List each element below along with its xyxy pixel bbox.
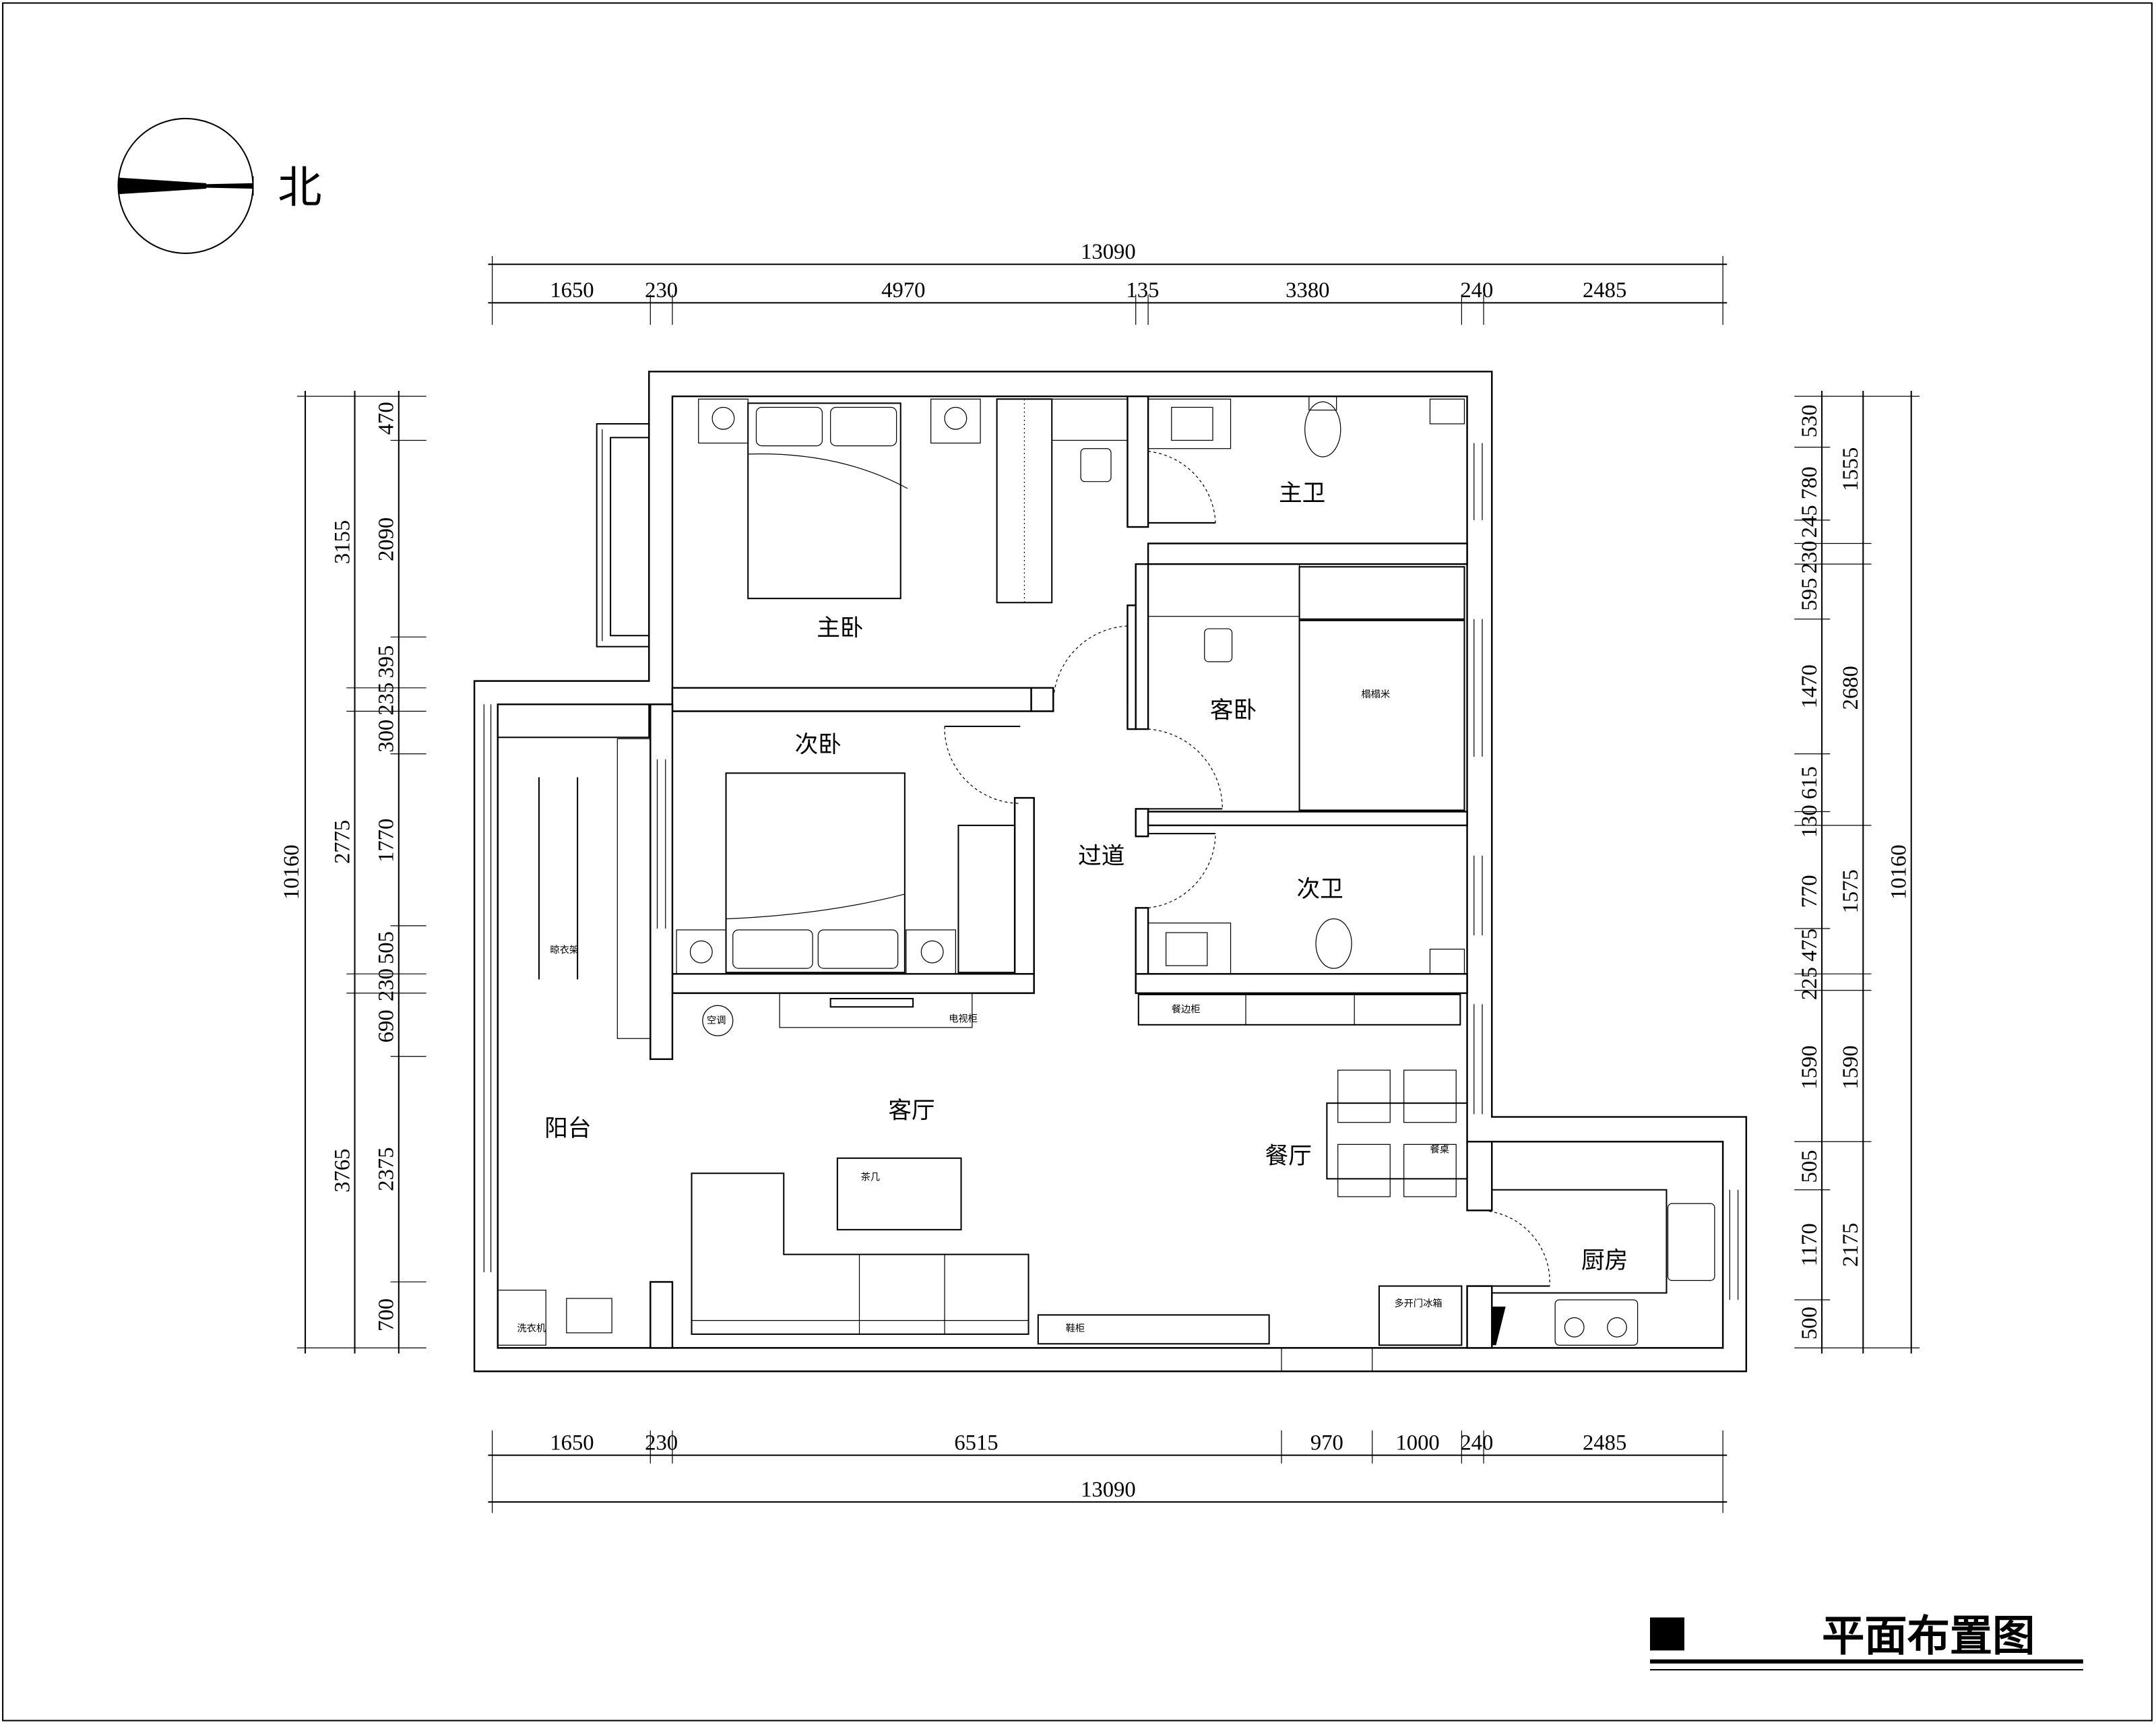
dim-right-inner: 780 — [1798, 466, 1822, 499]
air-conditioner-label: 空调 — [707, 1015, 726, 1026]
room-living-room: 客厅 — [888, 1098, 934, 1125]
title-block: 平面布置图 — [1649, 1610, 2083, 1670]
dim-right-inner: 1170 — [1798, 1223, 1822, 1266]
right-dimensions: 530 780 245 230 595 1470 615 130 770 475… — [1794, 391, 1920, 1354]
room-second-bath: 次卫 — [1296, 876, 1343, 903]
dim-left-mid: 3155 — [330, 520, 354, 564]
dim-right-inner: 530 — [1798, 404, 1822, 437]
tatami — [1298, 619, 1465, 811]
room-balcony: 阳台 — [544, 1115, 591, 1142]
coffee-table-label: 茶几 — [861, 1171, 881, 1183]
dim-left-total: 10160 — [280, 844, 304, 900]
dim-right-inner: 1590 — [1798, 1045, 1822, 1089]
drying-rack-label: 晾衣架 — [550, 945, 579, 956]
drawing-title: 平面布置图 — [1822, 1610, 2035, 1660]
dim-left-inner: 1770 — [375, 819, 399, 862]
dim-right-inner: 595 — [1798, 578, 1822, 611]
sideboard-label: 餐边柜 — [1172, 1003, 1201, 1015]
dim-left-inner: 690 — [375, 1009, 399, 1042]
dim-top: 3380 — [1286, 278, 1329, 303]
dining-table — [1326, 1102, 1468, 1180]
walls — [473, 371, 1748, 1373]
dim-left-mid: 2775 — [330, 820, 354, 864]
dim-bottom: 1000 — [1395, 1431, 1439, 1455]
top-dimensions: 13090 1650 230 4970 135 3380 240 2485 — [488, 240, 1727, 325]
room-dining-room: 餐厅 — [1265, 1143, 1312, 1170]
dim-right-mid: 1575 — [1839, 869, 1863, 913]
dim-right-inner: 505 — [1798, 1150, 1822, 1183]
dim-bottom: 230 — [645, 1431, 678, 1455]
dim-top: 4970 — [881, 278, 925, 303]
dim-left-inner: 2375 — [375, 1147, 399, 1191]
fridge — [1378, 1285, 1463, 1346]
coffee-table — [836, 1157, 962, 1230]
dim-right-mid: 2175 — [1839, 1223, 1863, 1267]
dim-right-inner: 225 — [1798, 967, 1822, 1000]
washer-label: 洗衣机 — [517, 1323, 546, 1334]
dim-right-total: 10160 — [1887, 844, 1911, 900]
dim-left-inner: 2090 — [375, 518, 399, 561]
north-compass: 北 — [117, 117, 322, 254]
room-master-bedroom: 主卧 — [817, 615, 863, 641]
dim-top-total: 13090 — [1081, 240, 1136, 264]
fridge-label: 多开门冰箱 — [1394, 1298, 1442, 1309]
furniture: 榻榻米 餐边柜 晾衣架 洗衣机 电视柜 空调 茶几 鞋柜 — [497, 396, 1715, 1346]
dim-right-inner: 615 — [1798, 766, 1822, 799]
dim-left-inner: 470 — [375, 402, 399, 435]
room-master-bath: 主卫 — [1279, 480, 1325, 507]
dim-left-inner: 230 — [375, 968, 399, 1001]
dim-left-inner: 505 — [375, 931, 399, 964]
dim-right-inner: 245 — [1798, 505, 1822, 538]
dim-left-inner: 395 — [375, 646, 399, 679]
dim-left-inner: 300 — [375, 720, 399, 753]
doors — [944, 451, 1550, 1287]
sofa — [691, 1172, 1029, 1336]
dim-bottom: 1650 — [550, 1431, 594, 1455]
room-kitchen: 厨房 — [1581, 1247, 1628, 1274]
room-labels: 主卧 主卫 客卧 次卧 过道 次卫 阳台 客厅 餐厅 厨房 — [544, 480, 1628, 1274]
dim-right-inner: 230 — [1798, 540, 1822, 573]
dim-right-inner: 475 — [1798, 929, 1822, 962]
dim-left-inner: 700 — [375, 1298, 399, 1331]
dim-left-mid: 3765 — [330, 1149, 354, 1193]
tv-cabinet-label: 电视柜 — [949, 1013, 978, 1025]
master-bed — [747, 402, 901, 600]
dim-left-inner: 235 — [375, 683, 399, 716]
dim-right-mid: 2680 — [1839, 666, 1863, 710]
room-guest-bedroom: 客卧 — [1210, 697, 1257, 724]
dim-bottom: 240 — [1460, 1431, 1493, 1455]
dim-top: 240 — [1460, 278, 1493, 303]
dim-top: 1650 — [550, 278, 594, 303]
shoe-cabinet-label: 鞋柜 — [1066, 1323, 1085, 1334]
dim-right-mid: 1555 — [1839, 447, 1863, 491]
tatami-label: 榻榻米 — [1361, 689, 1390, 700]
dim-right-inner: 1470 — [1798, 664, 1822, 708]
dim-bottom: 2485 — [1583, 1431, 1626, 1455]
room-corridor: 过道 — [1078, 843, 1124, 870]
dim-top: 2485 — [1583, 278, 1626, 303]
dim-bottom: 6515 — [954, 1431, 998, 1455]
wardrobe — [996, 398, 1053, 604]
second-bed — [725, 772, 906, 974]
dim-right-inner: 770 — [1798, 875, 1822, 908]
compass-needle-tail — [118, 177, 207, 195]
dim-right-inner: 130 — [1798, 805, 1822, 838]
dim-right-inner: 500 — [1798, 1307, 1822, 1340]
bottom-dimensions: 1650 230 6515 970 1000 240 2485 13090 — [488, 1430, 1727, 1513]
compass-north-label: 北 — [278, 162, 321, 213]
dim-bottom-total: 13090 — [1081, 1478, 1136, 1502]
dim-top: 230 — [645, 278, 678, 303]
dim-bottom: 970 — [1310, 1431, 1343, 1455]
dining-table-label: 餐桌 — [1430, 1144, 1449, 1156]
room-second-bedroom: 次卧 — [795, 732, 842, 759]
dim-top: 135 — [1126, 278, 1159, 303]
left-dimensions: 10160 3155 2775 3765 470 2090 395 235 30… — [280, 391, 426, 1354]
dim-right-mid: 1590 — [1839, 1045, 1863, 1089]
title-marker — [1649, 1617, 1684, 1651]
